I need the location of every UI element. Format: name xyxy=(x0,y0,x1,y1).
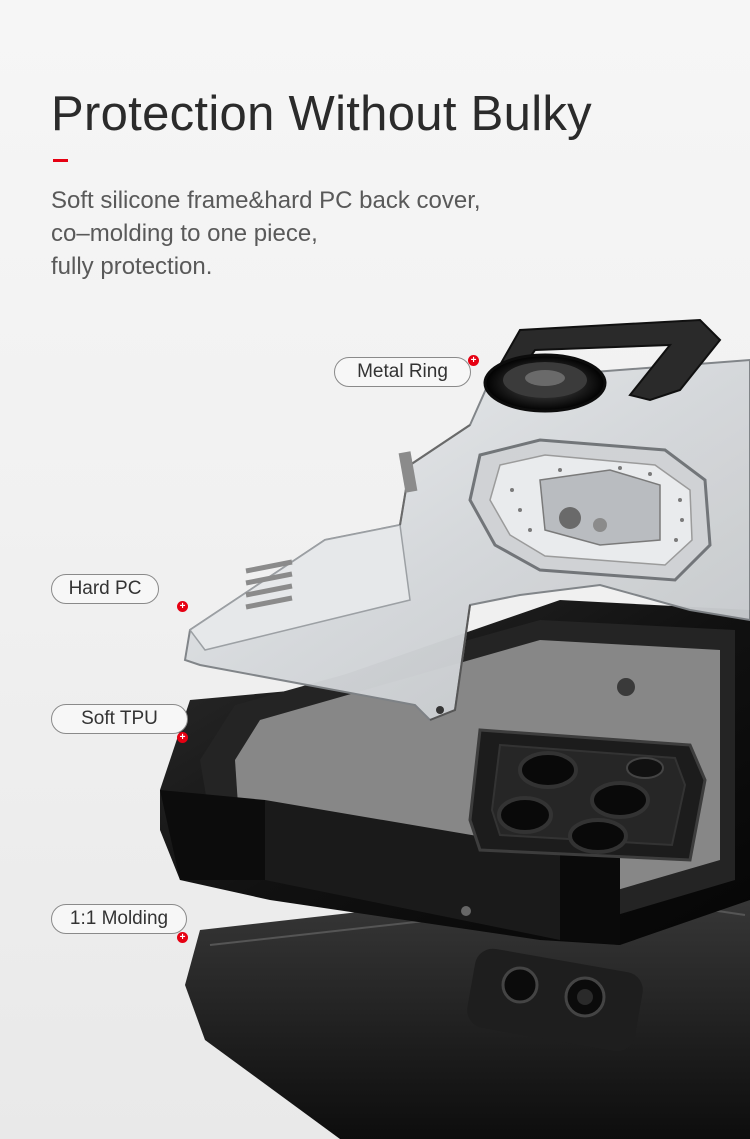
page-title: Protection Without Bulky xyxy=(51,87,592,141)
plus-icon[interactable]: + xyxy=(468,355,479,366)
callout-metal-ring[interactable]: Metal Ring xyxy=(334,357,471,387)
metal-ring-layer xyxy=(483,318,722,413)
plus-icon[interactable]: + xyxy=(177,732,188,743)
title-accent-bar xyxy=(53,159,68,162)
callout-hard-pc[interactable]: Hard PC xyxy=(51,574,159,604)
description-line: fully protection. xyxy=(51,253,213,280)
description-line: co–molding to one piece, xyxy=(51,220,318,247)
callout-1-1-molding[interactable]: 1:1 Molding xyxy=(51,904,187,934)
callout-label: 1:1 Molding xyxy=(69,908,169,929)
hard-pc-layer xyxy=(183,358,750,722)
plus-icon[interactable]: + xyxy=(177,601,188,612)
plus-icon[interactable]: + xyxy=(177,932,188,943)
product-description: Soft silicone frame&hard PC back cover, … xyxy=(51,184,671,283)
phone-case-exploded-illustration xyxy=(160,318,750,1139)
hard-pc-grip-lines xyxy=(245,559,293,610)
callout-soft-tpu[interactable]: Soft TPU xyxy=(51,704,188,734)
callout-label: Soft TPU xyxy=(81,708,158,729)
callout-label: Hard PC xyxy=(68,578,142,599)
description-line: Soft silicone frame&hard PC back cover, xyxy=(51,187,481,214)
tpu-frame-layer xyxy=(160,600,750,945)
callout-label: Metal Ring xyxy=(357,361,448,382)
